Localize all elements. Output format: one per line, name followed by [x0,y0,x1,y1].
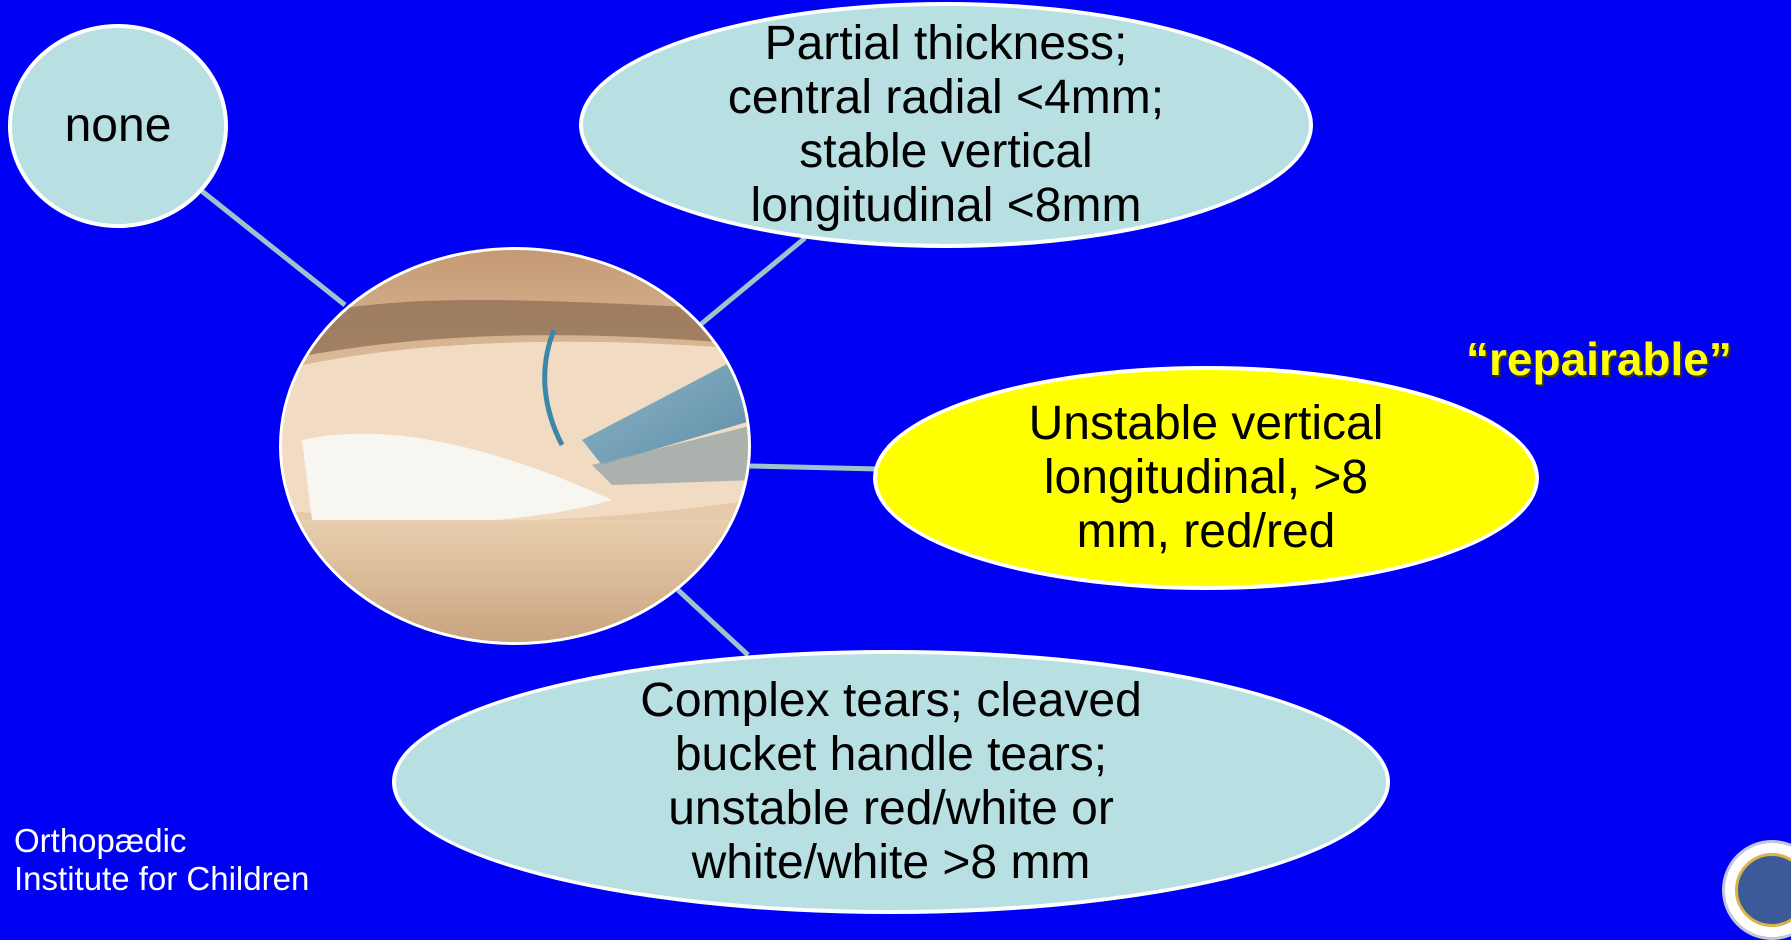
node-unstable-vertical: Unstable vertical longitudinal, >8 mm, r… [873,366,1539,590]
node-partial-line-1: Partial thickness; [728,17,1164,71]
connector-none [198,188,345,305]
node-unstable-line-3: mm, red/red [1029,505,1384,559]
node-complex-line-4: white/white >8 mm [640,836,1142,890]
repairable-callout: “repairable” [1466,333,1786,385]
node-complex-line-3: unstable red/white or [640,782,1142,836]
node-partial-thickness: Partial thickness; central radial <4mm; … [579,2,1313,248]
node-partial-line-2: central radial <4mm; [728,71,1164,125]
node-none-label: none [65,99,172,153]
slide: none Partial thickness; central radial <… [0,0,1791,914]
arthroscopic-meniscus-image [279,247,751,645]
node-unstable-line-1: Unstable vertical [1029,397,1384,451]
node-unstable-line-2: longitudinal, >8 [1029,451,1384,505]
node-complex-line-1: Complex tears; cleaved [640,674,1142,728]
node-complex-tears: Complex tears; cleaved bucket handle tea… [392,650,1390,914]
connector-complex [678,590,748,655]
connector-partial [700,238,805,325]
logo-line-2: Institute for Children [14,860,309,898]
connector-unstable [750,466,878,469]
node-partial-line-4: longitudinal <8mm [728,179,1164,233]
institute-logo: Orthopædic Institute for Children [14,822,309,898]
node-complex-line-2: bucket handle tears; [640,728,1142,782]
logo-line-1: Orthopædic [14,822,309,860]
node-partial-line-3: stable vertical [728,125,1164,179]
node-none: none [8,24,228,228]
meniscus-illustration [282,250,751,645]
